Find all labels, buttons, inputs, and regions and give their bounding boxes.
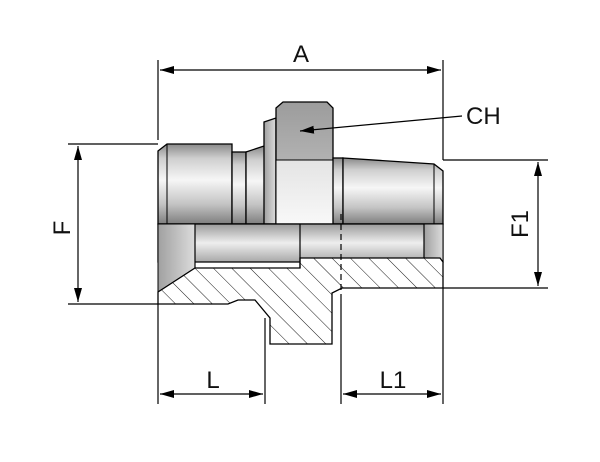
ch-leader	[299, 115, 463, 134]
label-l: L	[206, 367, 219, 394]
fitting-section-view	[157, 214, 444, 345]
fitting-external-view	[157, 101, 444, 225]
label-a: A	[293, 41, 309, 68]
shoulder	[263, 117, 277, 225]
left-male-end	[157, 143, 233, 225]
dimensions	[68, 60, 548, 404]
label-ch: CH	[466, 103, 501, 130]
left-groove	[231, 151, 247, 225]
right-male-thread	[342, 157, 444, 225]
label-l1: L1	[380, 367, 407, 394]
label-f: F	[49, 221, 76, 236]
hex-body	[275, 101, 334, 225]
label-f1: F1	[507, 210, 534, 238]
